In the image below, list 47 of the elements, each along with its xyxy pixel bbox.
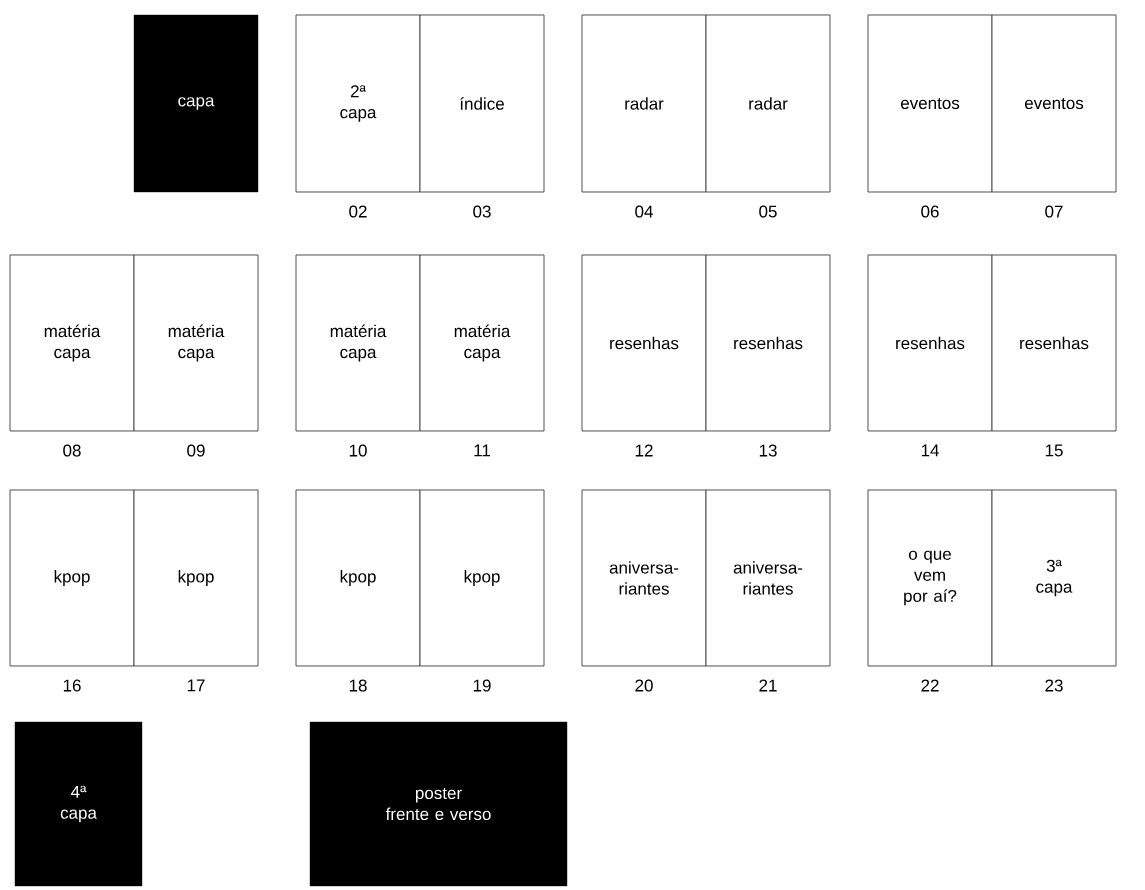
page-number: 21: [759, 679, 777, 692]
page-box: matéria capa: [9, 254, 135, 432]
page-number: 14: [921, 444, 939, 457]
page-box: kpop: [133, 489, 259, 667]
page-number: 23: [1045, 679, 1063, 692]
page-box: índice: [419, 14, 545, 193]
page-number: 17: [187, 679, 205, 692]
page-box: kpop: [419, 489, 545, 667]
page-number: 19: [473, 679, 491, 692]
page-box: aniversa- riantes: [705, 489, 831, 667]
page-number: 05: [759, 205, 777, 218]
page-number: 06: [921, 205, 939, 218]
page-number: 09: [187, 444, 205, 457]
cover-block: 4ª capa: [14, 721, 143, 887]
page-number: 18: [349, 679, 367, 692]
page-box: o que vem por aí?: [867, 489, 993, 667]
page-number: 07: [1045, 205, 1063, 218]
page-box: 2ª capa: [295, 14, 421, 193]
page-number: 22: [921, 679, 939, 692]
page-number: 12: [635, 444, 653, 457]
page-number: 13: [759, 444, 777, 457]
page-number: 15: [1045, 444, 1063, 457]
page-number: 11: [474, 444, 490, 457]
page-number: 03: [473, 205, 491, 218]
page-box: matéria capa: [133, 254, 259, 432]
page-number: 08: [63, 444, 81, 457]
page-box: radar: [581, 14, 707, 193]
page-box: resenhas: [581, 254, 707, 432]
page-number: 20: [635, 679, 653, 692]
page-box: resenhas: [705, 254, 831, 432]
page-box: matéria capa: [419, 254, 545, 432]
page-number: 16: [63, 679, 81, 692]
page-box: radar: [705, 14, 831, 193]
page-box: resenhas: [991, 254, 1117, 432]
cover-block: poster frente e verso: [309, 721, 568, 887]
page-box: aniversa- riantes: [581, 489, 707, 667]
page-box: resenhas: [867, 254, 993, 432]
page-box: kpop: [295, 489, 421, 667]
page-number: 04: [635, 205, 653, 218]
page-box: kpop: [9, 489, 135, 667]
page-number: 10: [349, 444, 367, 457]
page-number: 02: [349, 205, 367, 218]
page-box: eventos: [867, 14, 993, 193]
page-box: eventos: [991, 14, 1117, 193]
cover-block: capa: [133, 14, 259, 193]
page-box: matéria capa: [295, 254, 421, 432]
page-box: 3ª capa: [991, 489, 1117, 667]
